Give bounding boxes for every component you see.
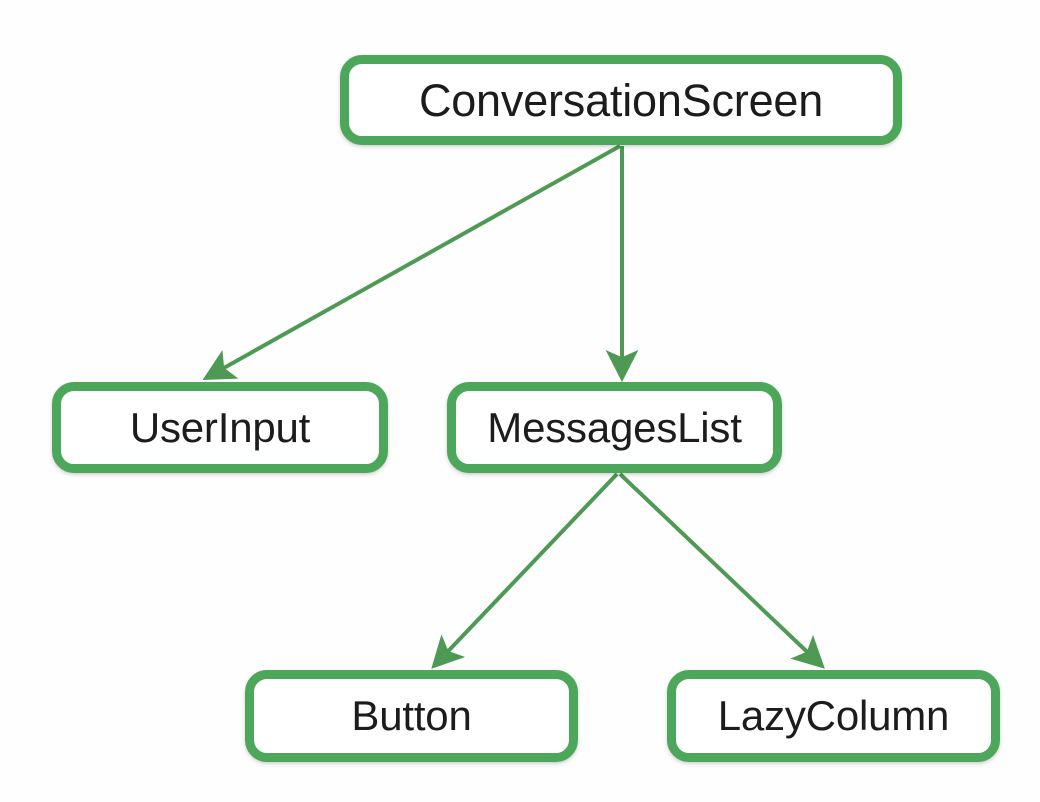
node-label-conversation-screen: ConversationScreen bbox=[418, 74, 824, 126]
edge-messageslist-lazycolumn bbox=[618, 472, 825, 669]
node-lazy-column[interactable]: LazyColumn bbox=[667, 670, 1000, 762]
node-label-user-input: UserInput bbox=[129, 403, 311, 451]
node-button[interactable]: Button bbox=[245, 670, 578, 762]
node-label-messages-list: MessagesList bbox=[487, 403, 742, 451]
node-conversation-screen[interactable]: ConversationScreen bbox=[340, 55, 902, 145]
edge-conversationscreen-userinput bbox=[202, 144, 621, 380]
node-label-button: Button bbox=[351, 692, 472, 739]
node-user-input[interactable]: UserInput bbox=[52, 382, 388, 473]
node-messages-list[interactable]: MessagesList bbox=[447, 382, 782, 473]
node-label-lazy-column: LazyColumn bbox=[717, 692, 950, 739]
edge-messageslist-button bbox=[431, 472, 619, 669]
